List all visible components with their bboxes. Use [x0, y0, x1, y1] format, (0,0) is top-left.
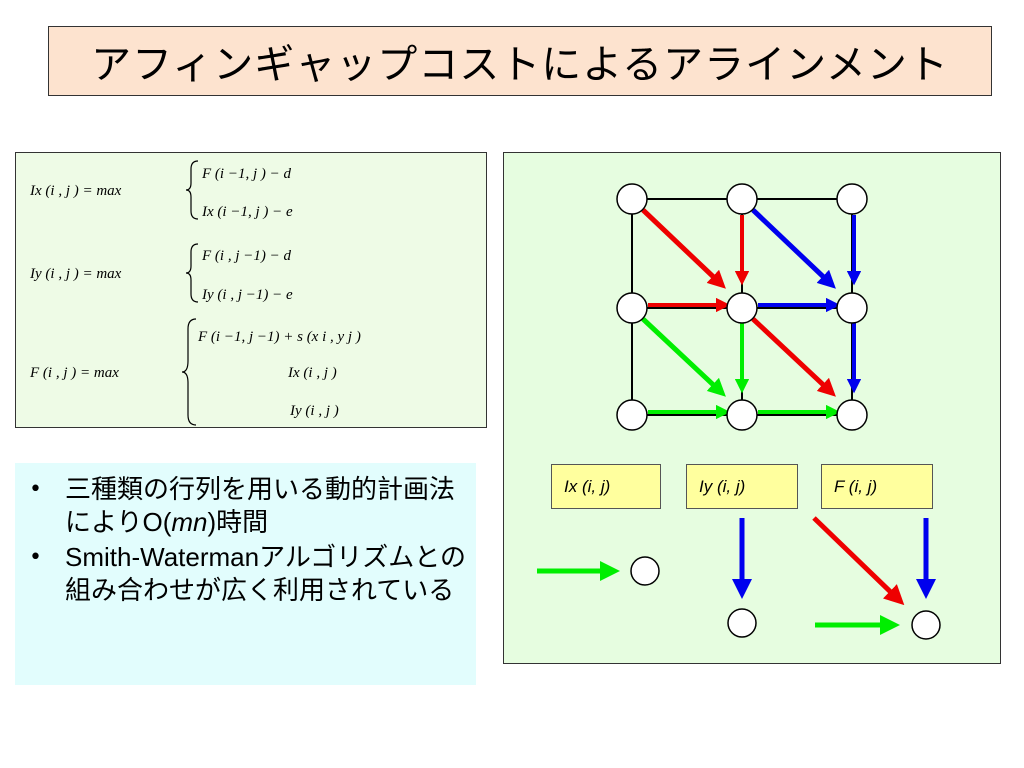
legend-ix-node	[630, 556, 660, 586]
iy-lhs: Iy (i , j ) = max	[29, 266, 122, 282]
f-case-3: Iy (i , j )	[289, 403, 339, 419]
f-case-2: Ix (i , j )	[287, 365, 337, 381]
ix-case-1: F (i −1, j ) − d	[201, 166, 291, 182]
bullet-text: 三種類の行列を用いる動的計画法によりO(mn)時間	[65, 474, 456, 537]
page-title: アフィンギャップコストによるアラインメント	[91, 42, 949, 88]
iy-brace	[185, 243, 199, 303]
node	[836, 183, 868, 215]
diag-arrow-blue-1	[751, 208, 836, 289]
ix-brace	[185, 160, 199, 220]
node	[726, 183, 758, 215]
node	[726, 399, 758, 431]
dp-diagram-panel: Ix (i, j) Iy (i, j) F (i, j)	[503, 152, 1001, 664]
f-brace	[181, 318, 197, 426]
legend-ix-label: Ix (i, j)	[564, 476, 611, 496]
iy-case-1: F (i , j −1) − d	[201, 248, 291, 264]
title-banner: アフィンギャップコストによるアラインメント	[48, 26, 992, 96]
node	[616, 292, 648, 324]
bullet-list: • 三種類の行列を用いる動的計画法によりO(mn)時間 • Smith-Wate…	[15, 463, 476, 685]
f-case-1: F (i −1, j −1) + s (x i , y j )	[197, 329, 361, 345]
node	[836, 399, 868, 431]
grid-nodes	[616, 183, 868, 431]
recurrence-formulas: Ix (i , j ) = max F (i −1, j ) − d Ix (i…	[29, 160, 361, 426]
legend-f-label: F (i, j)	[834, 476, 878, 496]
node	[616, 183, 648, 215]
bullet-item-1: • 三種類の行列を用いる動的計画法によりO(mn)時間	[29, 473, 468, 539]
legend-ix-label-box: Ix (i, j)	[551, 464, 661, 509]
node	[836, 292, 868, 324]
legend-f-node	[911, 610, 941, 640]
bullet-text: Smith-Watermanアルゴリズムとの組み合わせが広く利用されている	[65, 542, 467, 605]
legend-iy-node	[727, 608, 757, 638]
f-lhs: F (i , j ) = max	[29, 365, 119, 381]
legend-iy-label-box: Iy (i, j)	[686, 464, 798, 509]
bullet-dot: •	[29, 477, 42, 502]
ix-case-2: Ix (i −1, j ) − e	[201, 204, 293, 220]
legend-f-label-box: F (i, j)	[821, 464, 933, 509]
ix-lhs: Ix (i , j ) = max	[29, 183, 122, 199]
bullet-dot: •	[29, 545, 42, 570]
iy-case-2: Iy (i , j −1) − e	[201, 287, 293, 303]
dp-grid-diagram	[537, 183, 941, 640]
node	[616, 399, 648, 431]
legend-iy-label: Iy (i, j)	[699, 476, 746, 496]
node	[726, 292, 758, 324]
diag-arrow-green-1	[641, 317, 726, 397]
diag-arrow-red-2	[751, 317, 836, 397]
formula-panel: Ix (i , j ) = max F (i −1, j ) − d Ix (i…	[15, 152, 487, 428]
diag-arrow-red-1	[641, 208, 726, 289]
legend-f-diag-arrow	[812, 516, 905, 606]
bullet-item-2: • Smith-Watermanアルゴリズムとの組み合わせが広く利用されている	[29, 541, 468, 607]
